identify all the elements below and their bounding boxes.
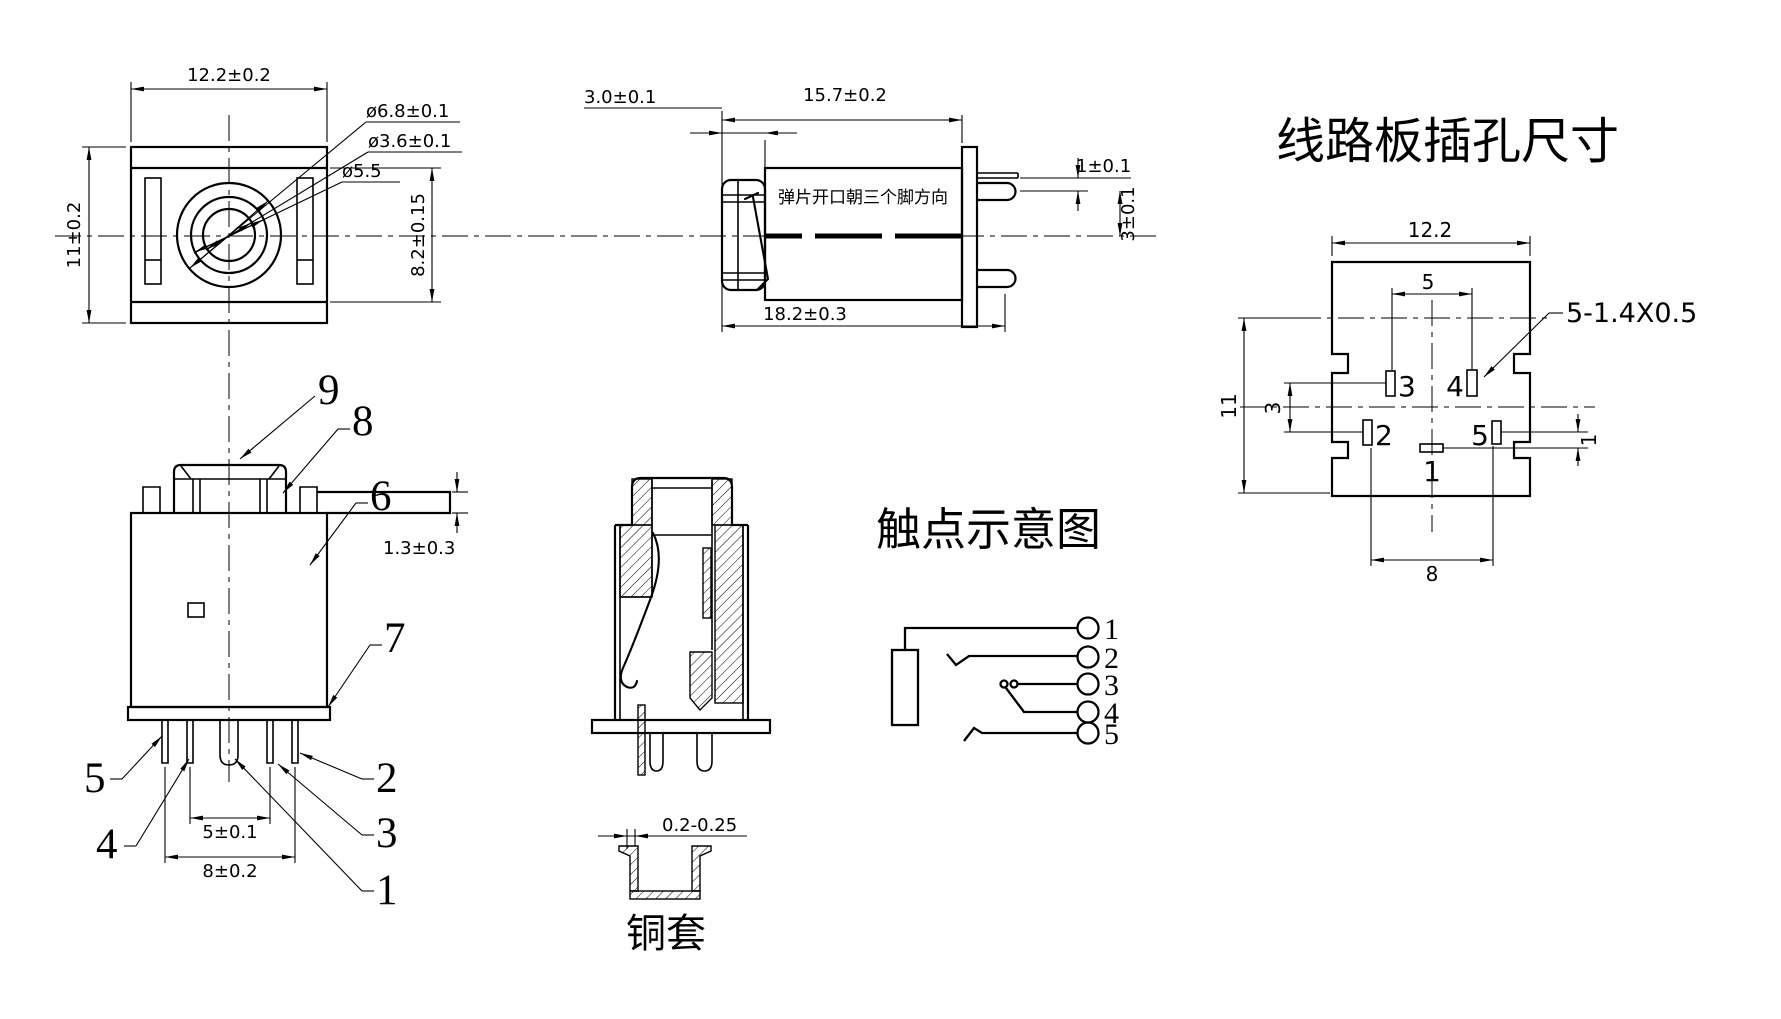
part-label-2: 2 — [376, 755, 398, 802]
spring-wire-side — [743, 191, 770, 292]
front-view: 12.2±0.2 11±0.2 8.2±0.15 ø6.8±0.1 ø3.6±0… — [64, 65, 462, 325]
diameter-leaders: ø6.8±0.1 ø3.6±0.1 ø5.5 — [189, 101, 462, 269]
pin-label-1: 1 — [1104, 613, 1119, 646]
copper-sleeve-detail: 0.2-0.25 铜套 — [598, 815, 747, 957]
dim-dia-mid: ø5.5 — [342, 161, 382, 182]
hole-label-1: 1 — [1423, 455, 1441, 488]
dim-front-inner-height: 8.2±0.15 — [408, 193, 429, 277]
part-label-4: 4 — [96, 821, 118, 868]
dim-pcb-top-pitch: 5 — [1422, 270, 1435, 294]
dim-dia-outer: ø6.8±0.1 — [366, 101, 449, 122]
pcb-hole-view: 线路板插孔尺寸 3 4 2 5 1 12.2 5 11 3 — [1217, 113, 1697, 586]
dim-front-width: 12.2±0.2 — [187, 65, 271, 86]
pin-label-3: 3 — [1104, 669, 1119, 702]
schematic-title: 触点示意图 — [876, 503, 1101, 556]
side-pins — [977, 172, 1019, 289]
part-label-9: 9 — [318, 367, 340, 414]
dim-pcb-bottom-pitch: 8 — [1426, 562, 1439, 586]
center-lines — [55, 115, 1595, 782]
dim-pin-offset: 1±0.1 — [1076, 156, 1131, 177]
section-view — [590, 476, 772, 776]
dim-pcb-offset: 1 — [1577, 434, 1601, 447]
pin-label-4: 4 — [1104, 697, 1119, 730]
side-view: 弹片开口朝三个脚方向 3.0±0.1 15.7±0.2 18.2±0.3 1± — [584, 85, 1139, 332]
body-view: 1.3±0.3 5±0.1 8±0.2 9 8 6 7 5 4 2 — [84, 367, 468, 914]
dim-pcb-height: 11 — [1217, 393, 1241, 418]
dim-pin-center: 3±0.1 — [1118, 186, 1139, 241]
dim-front-height: 11±0.2 — [64, 202, 85, 269]
part-label-7: 7 — [384, 615, 406, 662]
dim-side-total: 18.2±0.3 — [763, 304, 847, 325]
body-pins — [161, 720, 299, 766]
dim-pcb-width: 12.2 — [1408, 218, 1453, 242]
contact-schematic: 触点示意图 1 2 3 4 5 — [876, 503, 1119, 751]
dim-flange: 1.3±0.3 — [383, 538, 455, 559]
hole-label-3: 3 — [1398, 370, 1416, 403]
part-label-8: 8 — [352, 398, 374, 445]
pin-label-2: 2 — [1104, 642, 1119, 675]
sleeve-label: 铜套 — [626, 911, 706, 957]
hole-label-5: 5 — [1471, 419, 1489, 452]
dim-side-front: 3.0±0.1 — [584, 87, 656, 108]
hole-label-2: 2 — [1375, 419, 1393, 452]
part-label-5: 5 — [84, 755, 106, 802]
spring-wire-section — [619, 531, 660, 689]
dim-side-body: 15.7±0.2 — [803, 85, 887, 106]
dim-sleeve-thickness: 0.2-0.25 — [662, 815, 737, 836]
hole-spec: 5-1.4X0.5 — [1566, 298, 1697, 329]
hole-label-4: 4 — [1446, 370, 1464, 403]
dim-pitch8: 8±0.2 — [202, 861, 257, 882]
spring-note: 弹片开口朝三个脚方向 — [778, 188, 948, 208]
pin-label-5: 5 — [1104, 718, 1119, 751]
dim-pcb-row: 3 — [1261, 402, 1285, 415]
dim-dia-inner: ø3.6±0.1 — [368, 131, 451, 152]
part-label-1: 1 — [376, 867, 398, 914]
dim-pitch5: 5±0.1 — [202, 822, 257, 843]
part-labels: 9 8 6 7 5 4 2 3 1 — [84, 367, 406, 914]
part-label-6: 6 — [370, 473, 392, 520]
pcb-title: 线路板插孔尺寸 — [1276, 113, 1619, 170]
part-label-3: 3 — [376, 810, 398, 857]
